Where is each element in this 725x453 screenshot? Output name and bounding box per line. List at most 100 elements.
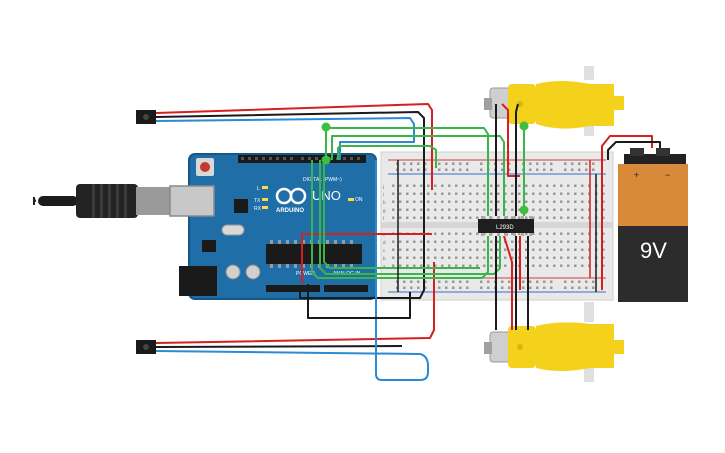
breadboard-hole (567, 216, 570, 219)
breadboard-hole (581, 184, 584, 187)
breadboard-hole (546, 200, 549, 203)
power-header (266, 285, 320, 292)
breadboard-hole (483, 208, 486, 211)
crystal (221, 224, 245, 236)
breadboard-hole (462, 232, 465, 235)
breadboard-rail-hole (501, 168, 504, 171)
breadboard-hole (504, 264, 507, 267)
arduino-uno-board: DIGITAL (PWM~) ARDUINO UNO L TX RX ON (169, 153, 377, 300)
breadboard-hole (413, 256, 416, 259)
breadboard-rail-hole (417, 168, 420, 171)
breadboard-hole (427, 248, 430, 251)
breadboard-hole (427, 200, 430, 203)
breadboard-hole (469, 216, 472, 219)
breadboard-hole (392, 264, 395, 267)
breadboard-rail-hole (585, 168, 588, 171)
breadboard-hole (546, 264, 549, 267)
breadboard-rail-hole (571, 168, 574, 171)
breadboard-hole (574, 192, 577, 195)
breadboard-hole (497, 192, 500, 195)
breadboard-hole (525, 184, 528, 187)
breadboard-hole (574, 256, 577, 259)
row-letter: d (383, 240, 386, 245)
breadboard-hole (567, 208, 570, 211)
battery-minus-label: − (665, 170, 670, 180)
breadboard-hole (553, 216, 556, 219)
breadboard-hole (392, 240, 395, 243)
breadboard-rail-hole (452, 162, 455, 165)
breadboard-hole (476, 256, 479, 259)
breadboard-hole (441, 256, 444, 259)
breadboard-hole (406, 248, 409, 251)
breadboard-hole (525, 192, 528, 195)
breadboard-hole (567, 248, 570, 251)
battery-9v-icon: + − 9V (618, 148, 688, 302)
breadboard-rail-hole (452, 168, 455, 171)
breadboard-hole (392, 184, 395, 187)
breadboard-hole (448, 208, 451, 211)
breadboard-hole (455, 232, 458, 235)
breadboard-hole (504, 192, 507, 195)
wire-black (515, 103, 519, 216)
breadboard-rail-hole (543, 162, 546, 165)
breadboard-hole (553, 200, 556, 203)
breadboard-hole (469, 200, 472, 203)
breadboard-rail-hole (529, 162, 532, 165)
breadboard-hole (441, 264, 444, 267)
breadboard-hole (532, 192, 535, 195)
breadboard-hole (455, 264, 458, 267)
breadboard-rail-hole (417, 162, 420, 165)
breadboard-hole (406, 240, 409, 243)
breadboard-rail-hole (508, 168, 511, 171)
breadboard-hole (539, 184, 542, 187)
row-letter: i (383, 192, 384, 197)
breadboard-hole (448, 248, 451, 251)
breadboard-hole (560, 200, 563, 203)
breadboard-hole (602, 184, 605, 187)
breadboard-rail-hole (452, 286, 455, 289)
breadboard-hole (406, 216, 409, 219)
breadboard-hole (567, 256, 570, 259)
breadboard-hole (413, 208, 416, 211)
breadboard-hole (476, 248, 479, 251)
dc-gear-motor-icon (484, 66, 624, 136)
breadboard-hole (497, 184, 500, 187)
breadboard-hole (525, 216, 528, 219)
breadboard-hole (504, 208, 507, 211)
breadboard-hole (574, 208, 577, 211)
breadboard-hole (560, 240, 563, 243)
wire-red (301, 233, 432, 284)
breadboard-hole (455, 208, 458, 211)
breadboard-hole (581, 256, 584, 259)
breadboard-rail-hole (550, 168, 553, 171)
breadboard-hole (476, 232, 479, 235)
breadboard-hole (476, 240, 479, 243)
breadboard-hole (567, 232, 570, 235)
breadboard-rail-hole (410, 280, 413, 283)
breadboard-hole (434, 240, 437, 243)
breadboard-hole (574, 232, 577, 235)
breadboard-rail-hole (438, 162, 441, 165)
atmega-chip (266, 244, 362, 264)
breadboard-hole (560, 208, 563, 211)
model-label: UNO (312, 188, 341, 203)
breadboard-hole (497, 256, 500, 259)
breadboard-hole (532, 184, 535, 187)
breadboard-hole (525, 264, 528, 267)
wire-black (607, 141, 661, 160)
l293d-chip: L293D (478, 216, 534, 236)
breadboard-rail-hole (508, 286, 511, 289)
breadboard-hole (518, 192, 521, 195)
breadboard-hole (469, 232, 472, 235)
breadboard-rail-hole (410, 162, 413, 165)
breadboard-hole (469, 248, 472, 251)
breadboard-rail-hole (592, 162, 595, 165)
wire-black (155, 345, 403, 348)
breadboard-hole (546, 184, 549, 187)
breadboard-hole (413, 248, 416, 251)
breadboard-hole (434, 264, 437, 267)
breadboard-hole (448, 216, 451, 219)
breadboard-hole (434, 232, 437, 235)
breadboard-hole (399, 184, 402, 187)
breadboard-rail-hole (508, 162, 511, 165)
